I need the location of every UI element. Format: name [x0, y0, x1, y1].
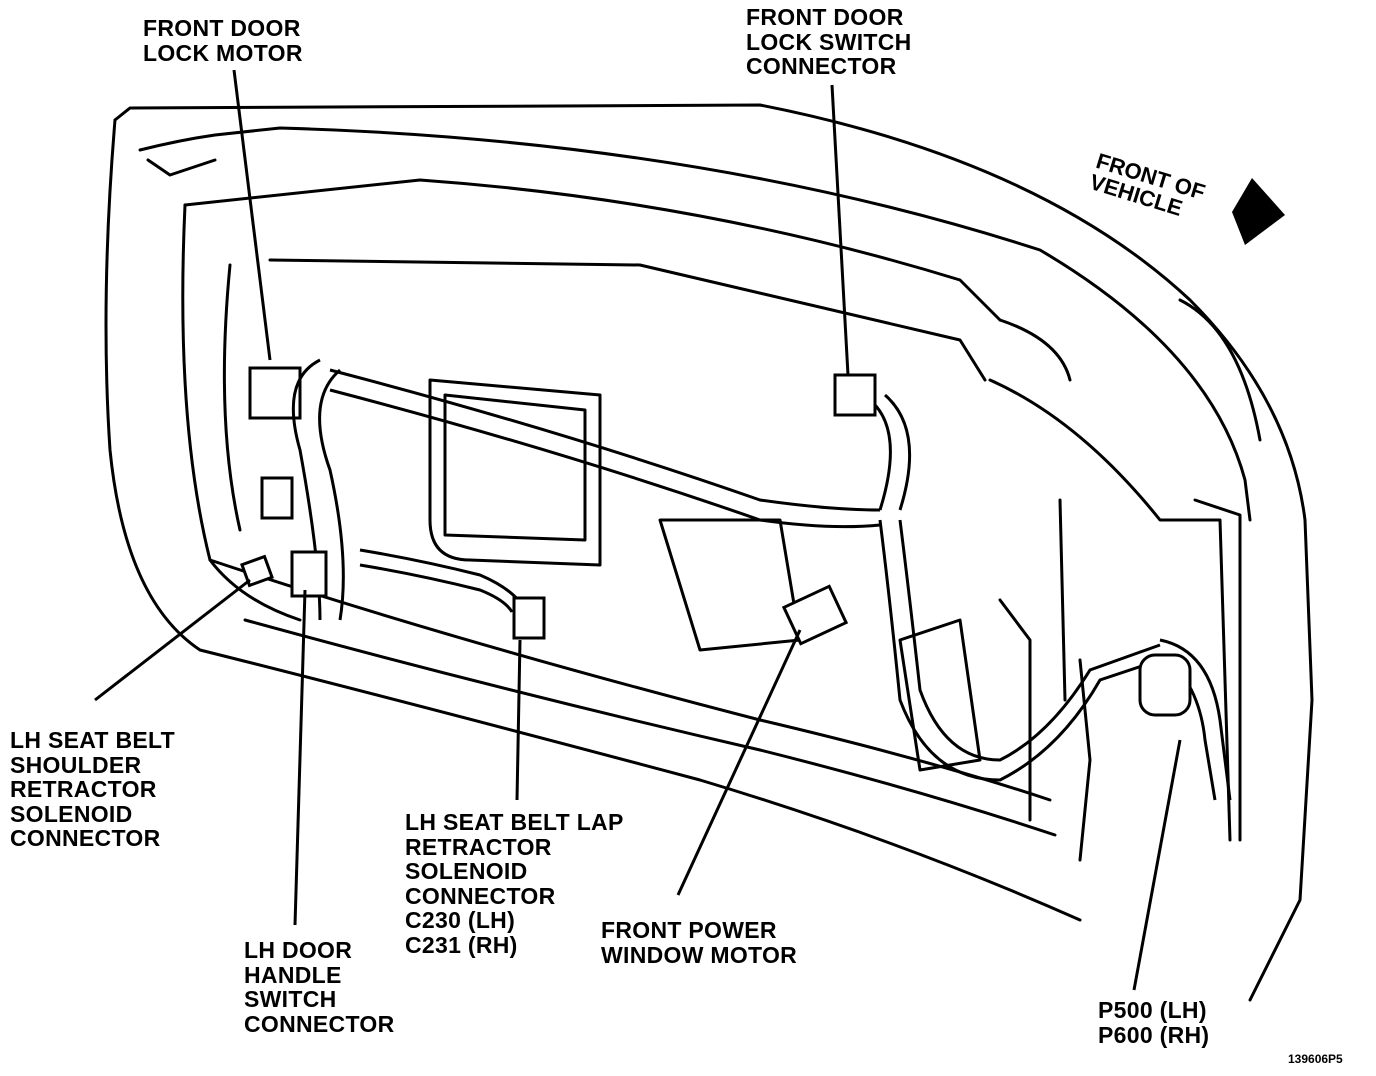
label-p500-p600: P500 (LH) P600 (RH) — [1098, 997, 1210, 1048]
figure-id: 139606P5 — [1288, 1052, 1343, 1066]
leader-lines — [94, 69, 1182, 991]
wiring-harness — [291, 358, 1232, 801]
label-lh-seat-belt-shoulder-connector: LH SEAT BELT SHOULDER RETRACTOR SOLENOID… — [10, 727, 176, 851]
front-arrow-icon — [1232, 178, 1285, 245]
lock-motor — [248, 366, 302, 520]
label-lh-door-handle-switch-connector: LH DOOR HANDLE SWITCH CONNECTOR — [244, 937, 395, 1037]
label-front-power-window-motor: FRONT POWER WINDOW MOTOR — [601, 917, 798, 968]
door-outline — [104, 103, 1314, 1002]
label-front-door-lock-motor: FRONT DOOR LOCK MOTOR — [143, 15, 303, 66]
connectors — [240, 373, 1192, 717]
label-lh-seat-belt-lap-connector: LH SEAT BELT LAP RETRACTOR SOLENOID CONN… — [405, 809, 624, 958]
label-front-door-lock-switch-connector: FRONT DOOR LOCK SWITCH CONNECTOR — [746, 4, 912, 79]
